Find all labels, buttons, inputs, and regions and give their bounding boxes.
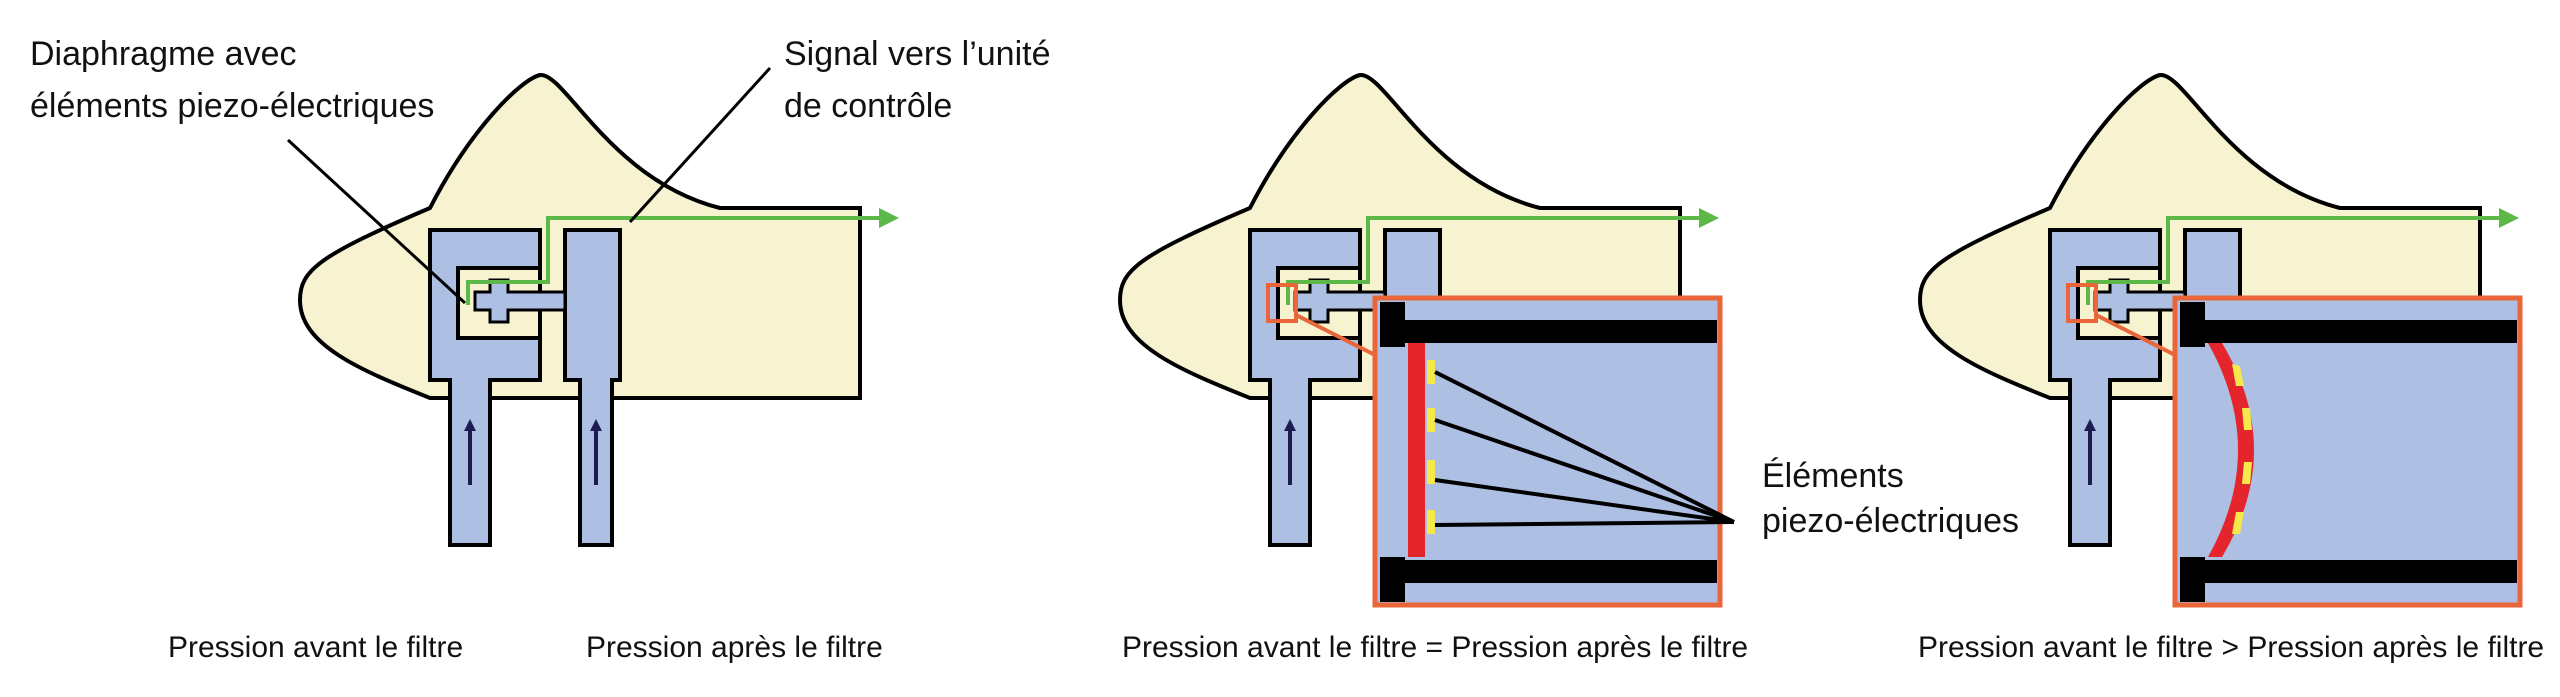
piezo-element — [2242, 408, 2252, 430]
zoom-connector — [2095, 313, 2176, 357]
piezo-element — [1427, 360, 1435, 384]
signal-label-line2: de contrôle — [784, 87, 952, 125]
caption-greater-pressure: Pression avant le filtre > Pression aprè… — [1918, 631, 2544, 664]
diaphragm-leader-line — [286, 138, 467, 305]
sensor-body — [298, 72, 862, 547]
piezo-element — [1427, 460, 1435, 484]
panel-3: Pression avant le filtre > Pression aprè… — [1918, 72, 2544, 664]
piezo-leader-lines — [1434, 370, 1735, 527]
piezo-element — [2232, 512, 2244, 534]
piezo-element — [2242, 462, 2252, 484]
caption-before-filter: Pression avant le filtre — [168, 631, 463, 664]
zoom-detail — [1372, 295, 1723, 608]
zoom-connector — [1295, 313, 1376, 357]
diaphragm-label-line2: éléments piezo-électriques — [30, 87, 434, 125]
diaphragm-curved — [2208, 343, 2254, 557]
diaphragm-label-line1: Diaphragme avec — [30, 35, 296, 73]
panel-1: Diaphragme avec éléments piezo-électriqu… — [30, 35, 1050, 664]
piezo-element — [2232, 364, 2244, 386]
panel-2: Pression avant le filtre = Pression aprè… — [1118, 72, 1748, 664]
piezo-element — [1427, 510, 1435, 534]
diaphragm-flat — [1408, 343, 1425, 557]
caption-after-filter: Pression après le filtre — [586, 631, 883, 664]
zoom-source-frame — [1266, 283, 1298, 323]
signal-line — [466, 208, 899, 305]
elements-label-line2: piezo-électriques — [1762, 502, 2019, 540]
zoom-source-frame — [2066, 283, 2098, 323]
elements-label-line1: Éléments — [1762, 457, 1904, 495]
zoom-detail — [2172, 295, 2523, 608]
caption-equal-pressure: Pression avant le filtre = Pression aprè… — [1122, 631, 1748, 664]
signal-label-line1: Signal vers l’unité — [784, 35, 1050, 73]
signal-leader-line — [628, 66, 772, 224]
piezo-element — [1427, 408, 1435, 432]
